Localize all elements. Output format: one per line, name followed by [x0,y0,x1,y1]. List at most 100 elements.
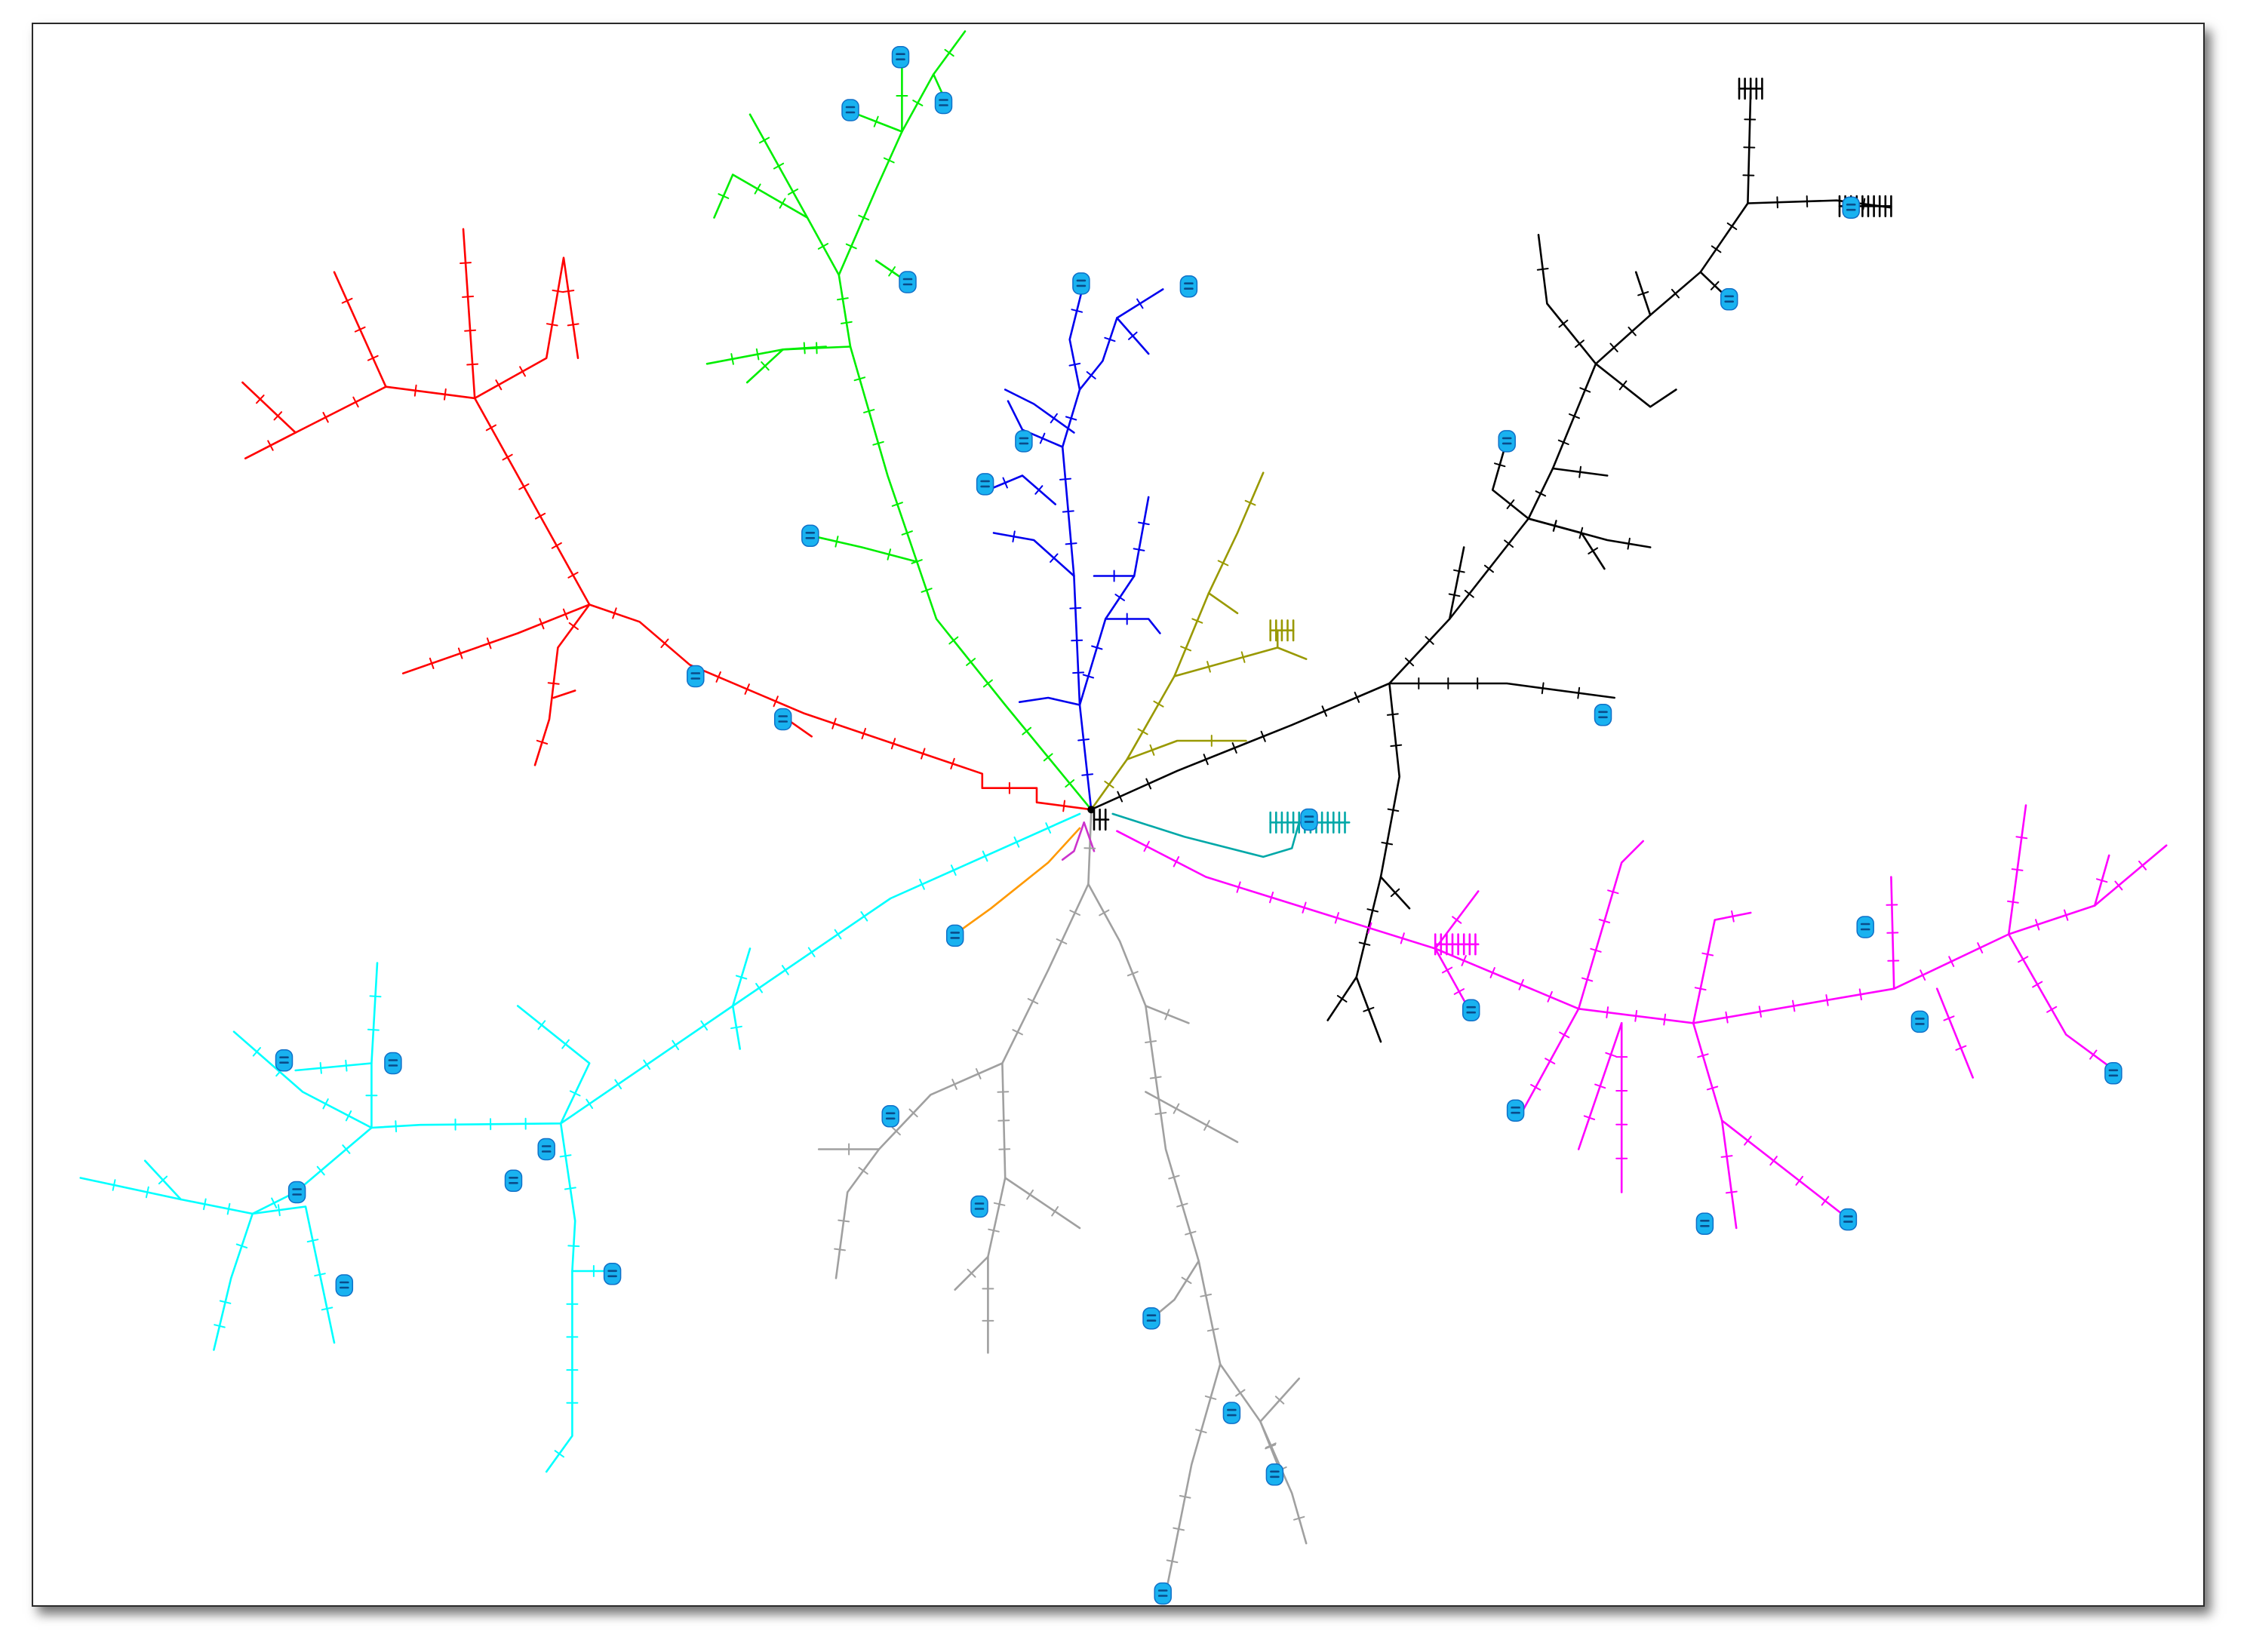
branch-magenta-tick [1461,955,1467,966]
branch-cyan-tick [559,1154,572,1158]
branch-cyan-tick [614,1079,622,1090]
branch-magenta-tick [1547,990,1553,1003]
branch-gray-line [817,811,1093,1150]
branch-red-tick [831,717,837,729]
branch-blue-tick [1065,542,1077,545]
branch-blue-line [1104,618,1161,634]
branch-red-tick [444,388,447,401]
branch-gray-tick [1099,909,1110,917]
network-node-icon [275,1049,294,1072]
network-node-icon [537,1138,555,1161]
terminal-marker-icon [1683,220,1692,229]
branch-black-tick [1336,995,1348,1003]
branch-black-tick [1806,195,1809,207]
branch-magenta-tick [1441,966,1453,974]
branch-red-tick [502,453,513,461]
branch-gray-tick [1176,1202,1188,1208]
branch-red-tick [547,682,560,685]
branch-green-tick [944,48,954,57]
branch-black-tick [1637,291,1649,296]
terminal-marker-icon [1517,292,1526,300]
branch-cyan-tick [982,850,988,862]
branch-cyan-tick [735,975,748,980]
branch-magenta-tick [1697,1053,1709,1058]
terminal-marker-icon [1144,1389,1153,1397]
branch-black-tick [1260,730,1266,742]
branch-gray-tick [1293,1515,1305,1521]
branch-gray-line [1145,1091,1239,1144]
branch-cyan-tick [1045,822,1052,834]
branch-cyan-tick [554,1450,564,1458]
branch-magenta-tick [1302,901,1307,914]
branch-cyan-tick [395,1120,398,1133]
branch-blue-tick [1128,331,1138,340]
network-node-icon [687,665,705,688]
branch-blue-tick [1082,674,1095,679]
branch-cyan-tick [672,1039,680,1051]
branch-magenta-line [1577,840,1644,1010]
branch-magenta-tick [2046,1006,2058,1013]
branch-black-line [1326,682,1400,1021]
branch-red-tick [267,440,274,451]
branch-gray-tick [908,1108,918,1118]
branch-cyan-line [545,1122,576,1473]
branch-blue-line [1004,388,1075,434]
branch-black-tick [1381,841,1394,846]
network-node-icon [881,1105,899,1128]
branch-gray-tick [1265,1444,1277,1450]
branch-gray-tick [967,1268,976,1278]
branch-red-tick [352,396,359,408]
branch-green-tick [853,376,866,382]
branch-red-line [552,689,576,699]
network-node-icon [1300,808,1318,831]
branch-green-tick [948,636,959,645]
branch-magenta-tick [2007,900,2019,904]
network-node-icon [1265,1463,1284,1486]
branch-black-tick [1504,539,1514,548]
terminal-marker-icon [874,1233,884,1242]
branch-cyan-tick [1013,836,1020,848]
branch-cyan-tick [567,1245,580,1248]
branch-red-line [241,381,297,434]
branch-blue-tick [1059,477,1071,481]
branch-cyan-tick [950,864,957,876]
branch-blue-tick [1034,485,1044,495]
branch-red-tick [322,412,329,423]
branch-black-tick [1569,413,1580,419]
branch-green-tick [891,502,903,507]
branch-gray-tick [1200,1293,1213,1297]
branch-magenta-tick [1606,1006,1609,1018]
branch-cyan-tick [158,1175,168,1185]
branch-gray-tick [834,1248,846,1251]
branch-green-tick [837,297,849,301]
branch-green-tick [966,658,976,666]
terminal-marker-icon [1080,1224,1089,1232]
branch-green-tick [817,243,828,250]
branch-olive-tick [1180,646,1192,652]
terminal-marker-icon [539,1338,548,1346]
branch-green-tick [787,188,799,195]
branch-cyan-line [294,1062,373,1072]
branch-cyan-tick [112,1179,116,1191]
branch-cyan-tick [730,1025,742,1030]
branch-gray-tick [1206,1328,1219,1332]
branch-black-tick [1711,245,1722,253]
branch-red-tick [367,355,379,361]
branch-black-tick [1387,808,1400,812]
branch-black-tick [1627,537,1631,550]
branch-cyan-tick [345,1110,352,1122]
branch-gray-tick [1069,910,1080,916]
branch-magenta-tick [2015,836,2028,840]
branch-magenta-tick [1594,1083,1606,1089]
branch-cyan-tick [321,1307,334,1311]
branch-black-tick [1366,908,1379,913]
network-node-icon [773,708,792,731]
branch-olive-tick [1104,780,1114,788]
branch-magenta-tick [1518,978,1524,990]
branch-red-line [462,228,476,400]
branch-blue-tick [1065,416,1077,421]
branch-green-tick [858,214,870,221]
branch-red-tick [354,326,366,333]
branch-black-line [1527,517,1652,548]
branch-green-tick [911,559,923,564]
